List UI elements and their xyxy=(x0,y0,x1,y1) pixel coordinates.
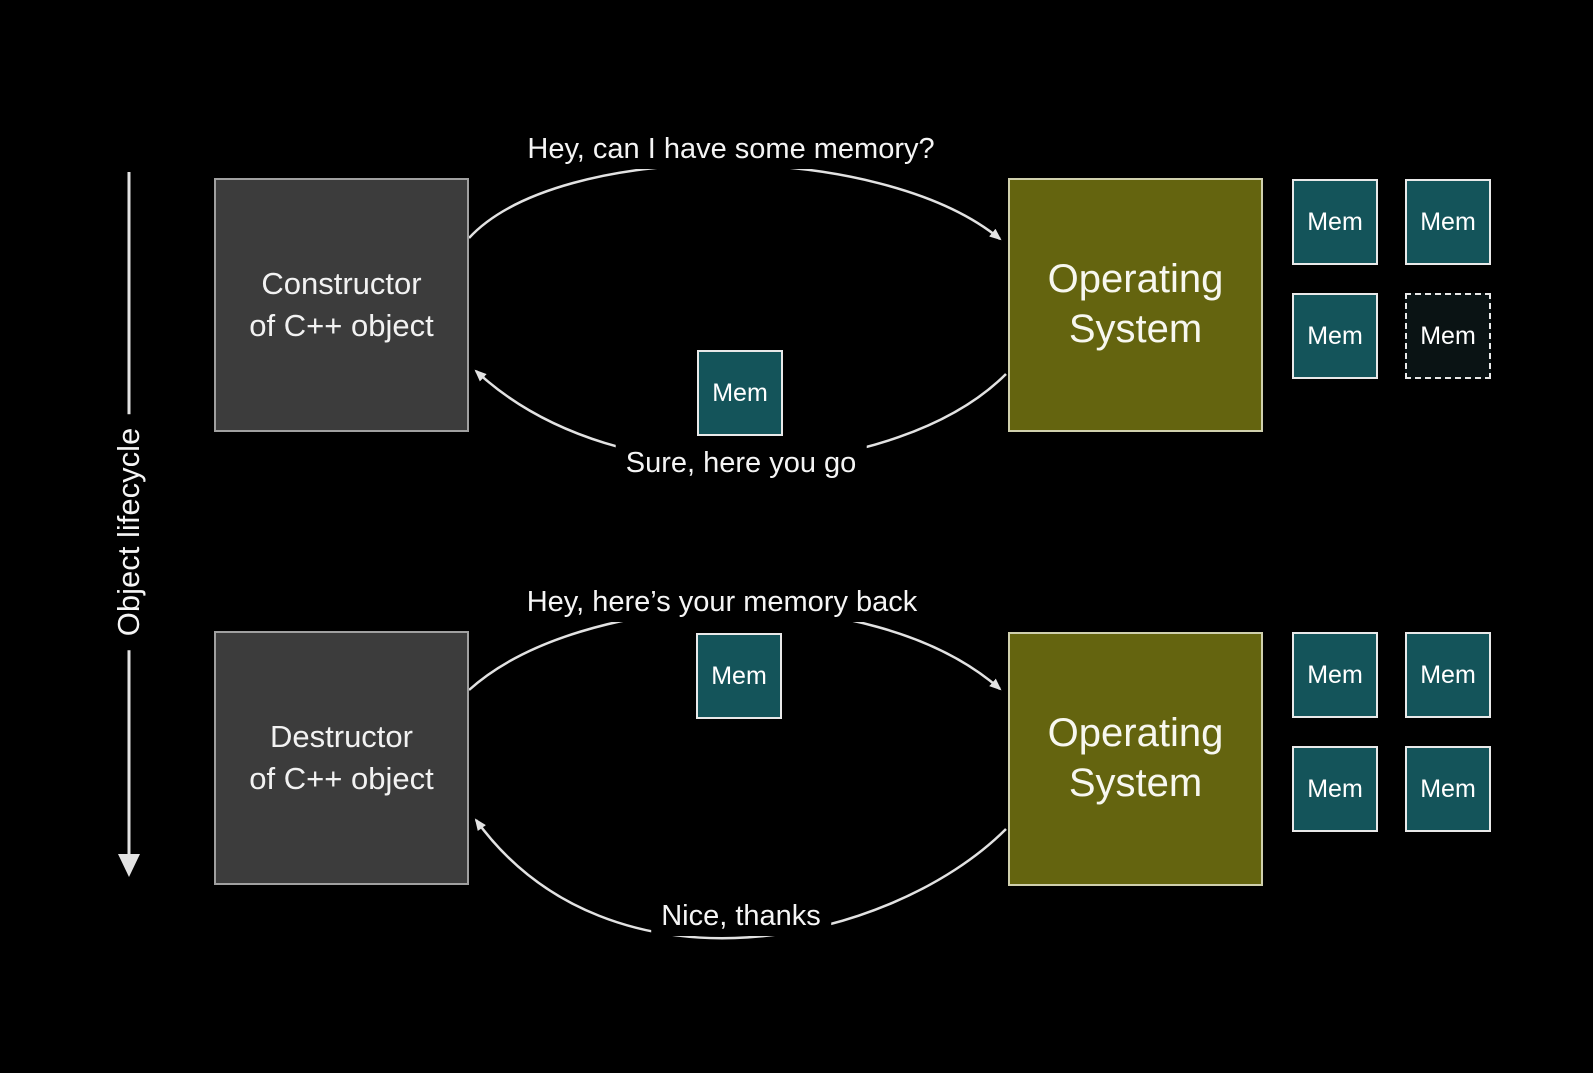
constructor-label: Constructor of C++ object xyxy=(249,265,434,343)
destructor-box: Destructor of C++ object xyxy=(214,631,469,885)
mem-slot: Mem xyxy=(1405,632,1491,718)
mem-slot: Mem xyxy=(1405,179,1491,265)
speech-request: Hey, can I have some memory? xyxy=(517,129,945,169)
lifecycle-axis-arrowhead xyxy=(118,854,140,877)
os-label-allocation: Operating System xyxy=(1047,257,1224,351)
os-label-deallocation: Operating System xyxy=(1047,711,1224,805)
mem-slot-freed: Mem xyxy=(1405,293,1491,379)
os-box-deallocation: Operating System xyxy=(1008,632,1263,886)
request-arrow xyxy=(468,163,1002,241)
speech-grant: Sure, here you go xyxy=(615,443,867,483)
mem-slot: Mem xyxy=(1292,632,1378,718)
mem-chip-transfer-deallocation: Mem xyxy=(696,633,782,719)
speech-ack: Nice, thanks xyxy=(651,896,831,936)
mem-slot: Mem xyxy=(1292,746,1378,832)
ack-arrow xyxy=(474,818,1007,940)
mem-slot: Mem xyxy=(1405,746,1491,832)
constructor-box: Constructor of C++ object xyxy=(214,178,469,432)
mem-slot: Mem xyxy=(1292,179,1378,265)
lifecycle-axis-label: Object lifecycle xyxy=(105,413,153,651)
destructor-label: Destructor of C++ object xyxy=(249,718,434,796)
mem-slot: Mem xyxy=(1292,293,1378,379)
speech-return: Hey, here’s your memory back xyxy=(516,582,928,622)
mem-chip-transfer-allocation: Mem xyxy=(697,350,783,436)
os-box-allocation: Operating System xyxy=(1008,178,1263,432)
